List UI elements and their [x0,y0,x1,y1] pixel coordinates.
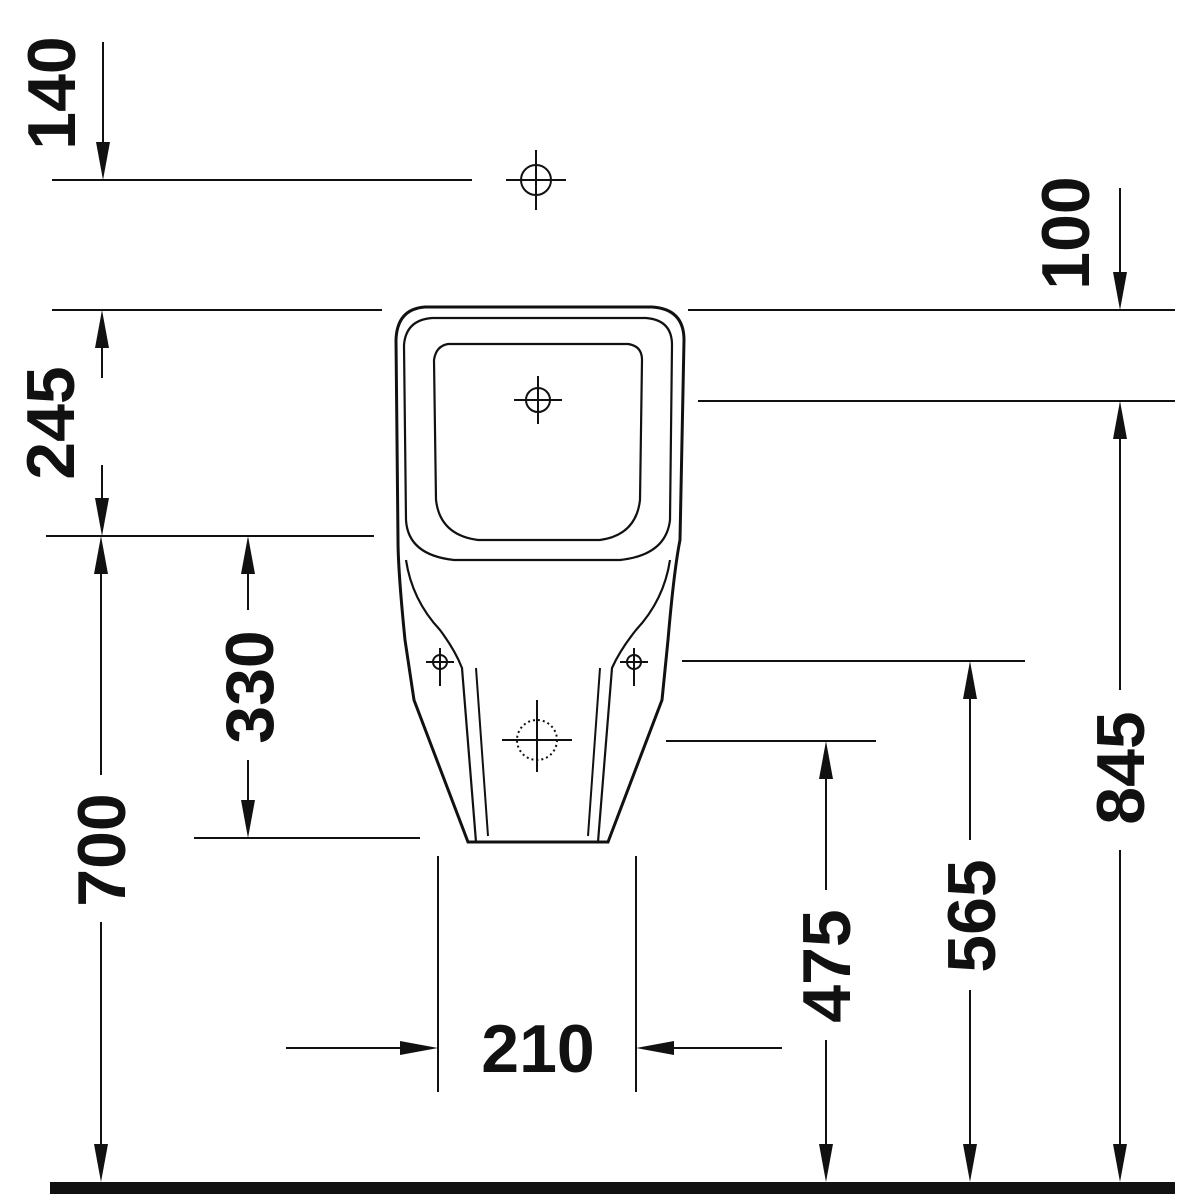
dim-475: 475 [789,741,865,1182]
dim-100: 100 [1028,176,1127,310]
dim-700: 700 [64,536,140,1182]
dim-845: 845 [1083,401,1159,1182]
dim-565: 565 [934,661,1010,1182]
urinal-rim-outline [402,316,674,562]
fixing-hole-left-mark [426,648,454,686]
urinal-left-contour [404,559,478,843]
dim-210-label: 210 [481,1011,594,1087]
dim-245-label: 245 [13,366,89,479]
dim-565-label: 565 [934,859,1010,972]
dim-140-label: 140 [14,36,90,149]
dim-210: 210 [286,1011,782,1087]
urinal-front-view [394,305,686,844]
dim-330-label: 330 [212,630,288,743]
water-inlet-mark [506,150,566,210]
fixing-hole-right-mark [620,648,648,686]
waste-outlet-mark [502,700,572,772]
dim-245: 245 [13,310,109,536]
dim-845-label: 845 [1083,711,1159,824]
extension-lines [46,179,1175,1092]
dim-140: 140 [14,36,110,180]
urinal-inner-left-line [475,667,489,837]
dim-100-label: 100 [1028,176,1104,289]
urinal-inner-right-line [587,667,601,837]
dim-330: 330 [212,536,288,838]
urinal-right-contour [596,559,672,843]
spray-inlet-mark [514,376,562,424]
dim-700-label: 700 [64,793,140,906]
dim-475-label: 475 [789,909,865,1022]
urinal-bowl-opening [432,342,644,542]
